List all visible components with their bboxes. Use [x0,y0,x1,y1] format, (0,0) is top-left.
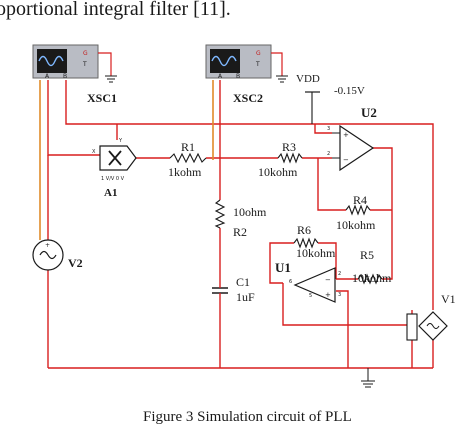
figure-caption: Figure 3 Simulation circuit of PLL [143,409,352,424]
ground-main [361,368,375,388]
supply-value: -0.15V [334,85,365,97]
capacitor-name: C1 [236,275,250,289]
scope-terminal-label: T [82,61,87,68]
resistor-symbols [169,152,383,285]
scope-label: XSC1 [87,91,117,105]
opamp-body [293,267,336,303]
opamp-sign: − [343,156,349,164]
header-fragment: oportional integral filter [11]. [0,0,231,20]
probe-wires [39,80,214,240]
resistor-r6-value: 10kohm [296,246,336,260]
opamp-sign: + [325,291,331,299]
wire-u1-out [282,283,412,326]
resistor-r3-zigzag [277,152,303,164]
multiplier-sublabel: 1 V/V 0 V [101,176,125,182]
scope-trace-icon [38,55,64,67]
v1-sense-element [406,313,418,341]
resistor-r4-name: R4 [353,193,367,207]
resistor-r5-name: R5 [360,248,374,262]
scope-terminal-label: B [63,73,67,80]
resistor-r1-zigzag [169,152,207,164]
opamp-sign: + [343,131,349,139]
scope-xsc2[interactable]: G T A B XSC2 [205,44,288,105]
resistor-r3-value: 10kohm [258,165,298,179]
opamp-pin-label: 3 [338,292,341,298]
source-label: V2 [68,256,83,270]
wire-r4-left [317,158,346,211]
circuit-wires [47,80,434,369]
scope-terminal-label: B [236,73,240,80]
resistor-r5-value: 10kohm [352,271,392,285]
scope-terminal-label: A [45,73,50,80]
opamp-pin-label: 5 [309,293,312,299]
opamp-pin-label: 2 [327,151,330,157]
opamp-u1[interactable]: − + 2 3 6 5 U1 [275,260,341,303]
supply-vdd[interactable]: VDD -0.15V [296,73,365,124]
scope-terminal-label: G [256,50,261,57]
source-v2[interactable]: + V2 [32,239,83,271]
resistor-r6-zigzag [293,237,319,249]
scope-ground-wire [271,52,283,76]
resistor-r1-name: R1 [181,140,195,154]
wire-xsc1-b-top [65,80,434,310]
multiplier-body [99,145,137,171]
source-label: V1 [441,292,456,306]
multiplier-pin-label: Y [118,138,123,144]
multiplier-label: A1 [104,187,117,199]
ground-icon [276,75,288,83]
opamp-pin-label: 2 [338,271,341,277]
capacitor-value: 1uF [236,290,255,304]
multiplier-pin-label: X [92,149,96,155]
scope-screen [37,49,67,73]
resistor-r4-zigzag [345,204,371,216]
resistor-r4-value: 10kohm [336,218,376,232]
scope-ground-wire [98,52,112,76]
wire-u2-in3 [314,124,332,134]
resistor-r2-value: 10ohm [233,205,267,219]
opamp-body [339,124,375,172]
capacitor-c1[interactable]: C1 1uF [212,275,255,304]
resistor-r6-name: R6 [297,223,311,237]
opamp-pin-label: 6 [289,279,292,285]
ground-icon [361,380,375,388]
wire-r6-left [269,242,294,284]
opamp-label: U1 [275,260,291,275]
opamp-u2[interactable]: + − 3 2 U2 [327,105,377,172]
opamp-sign: − [325,276,331,284]
opamp-pin-label: 3 [327,126,330,132]
resistor-r2-name: R2 [233,225,247,239]
multiplier-a1[interactable]: X Y 1 V/V 0 V A1 [92,138,137,199]
scope-terminal-label: A [218,73,223,80]
resistor-r5-zigzag [357,273,383,285]
scope-xsc1[interactable]: G T A B XSC1 [32,44,117,105]
resistor-r2-zigzag [214,199,226,229]
wire-u2-out [372,147,393,280]
scope-terminal-label: G [83,50,88,57]
source-polarity: + [45,242,50,249]
wire-r6-right [318,242,337,279]
supply-name: VDD [296,73,320,85]
source-v1[interactable]: V1 [406,292,456,341]
scope-label: XSC2 [233,91,263,105]
multiply-icon [108,150,122,166]
scope-terminal-label: T [255,61,260,68]
resistor-r3-name: R3 [282,140,296,154]
sine-wave-icon [426,323,440,329]
scope-screen [210,49,240,73]
scope-trace-icon [211,55,237,67]
resistor-r1-value: 1kohm [168,165,202,179]
ground-icon [105,75,117,83]
wire-u1-in3 [336,290,349,368]
opamp-label: U2 [361,105,377,120]
sine-wave-icon [39,250,57,260]
